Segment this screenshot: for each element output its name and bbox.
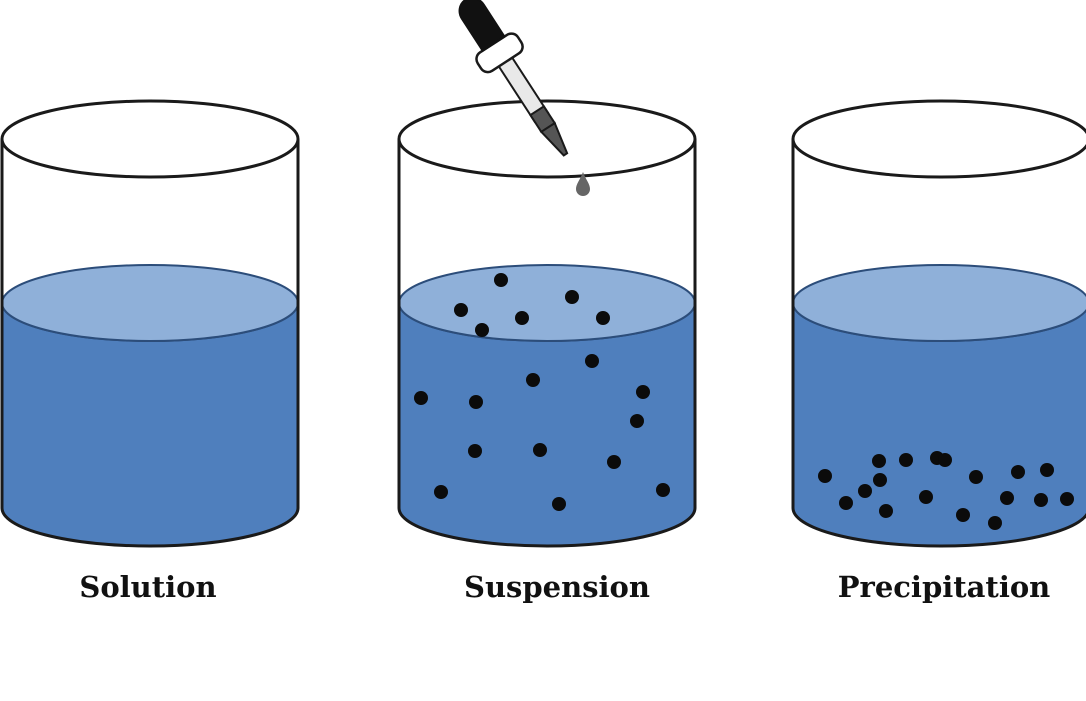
particle: [526, 373, 540, 387]
particle: [552, 497, 566, 511]
label-precipitation: Precipitation: [838, 570, 1051, 604]
particle: [468, 444, 482, 458]
particle: [969, 470, 983, 484]
particle: [434, 485, 448, 499]
particle: [656, 483, 670, 497]
label-suspension: Suspension: [464, 570, 650, 604]
beaker-precipitation: [791, 99, 1086, 548]
particle: [454, 303, 468, 317]
particle: [873, 473, 887, 487]
particle: [872, 454, 886, 468]
particle: [1060, 492, 1074, 506]
precipitation-particles: [818, 451, 1074, 530]
solution-surface: [1, 264, 299, 342]
solution-rim: [0, 99, 300, 179]
particle: [839, 496, 853, 510]
particle: [1034, 493, 1048, 507]
particle: [899, 453, 913, 467]
label-solution: Solution: [79, 570, 216, 604]
precipitation-rim: [791, 99, 1086, 179]
particle: [956, 508, 970, 522]
particle: [1040, 463, 1054, 477]
suspension-particles: [414, 273, 670, 511]
particle: [636, 385, 650, 399]
particle: [515, 311, 529, 325]
particle: [1011, 465, 1025, 479]
particle: [879, 504, 893, 518]
precipitation-glass: [791, 139, 1086, 548]
dropper-bulb: [458, 0, 506, 53]
particle: [988, 516, 1002, 530]
particle: [585, 354, 599, 368]
dropper-icon: [458, 0, 590, 196]
particle: [818, 469, 832, 483]
precipitation-surface: [792, 264, 1086, 342]
beaker-solution: [0, 99, 300, 548]
suspension-rim: [397, 99, 697, 179]
particle: [1000, 491, 1014, 505]
dropper-nozzle: [539, 121, 569, 157]
particle: [475, 323, 489, 337]
particle: [938, 453, 952, 467]
particle: [494, 273, 508, 287]
drop: [576, 172, 590, 196]
beaker-suspension: [397, 99, 697, 548]
particle: [565, 290, 579, 304]
particle: [919, 490, 933, 504]
particle: [630, 414, 644, 428]
particle: [607, 455, 621, 469]
solution-glass: [0, 139, 300, 548]
particle: [414, 391, 428, 405]
suspension-surface: [398, 264, 696, 342]
suspension-glass: [397, 139, 697, 548]
particle: [469, 395, 483, 409]
particle: [596, 311, 610, 325]
particle: [858, 484, 872, 498]
particle: [533, 443, 547, 457]
